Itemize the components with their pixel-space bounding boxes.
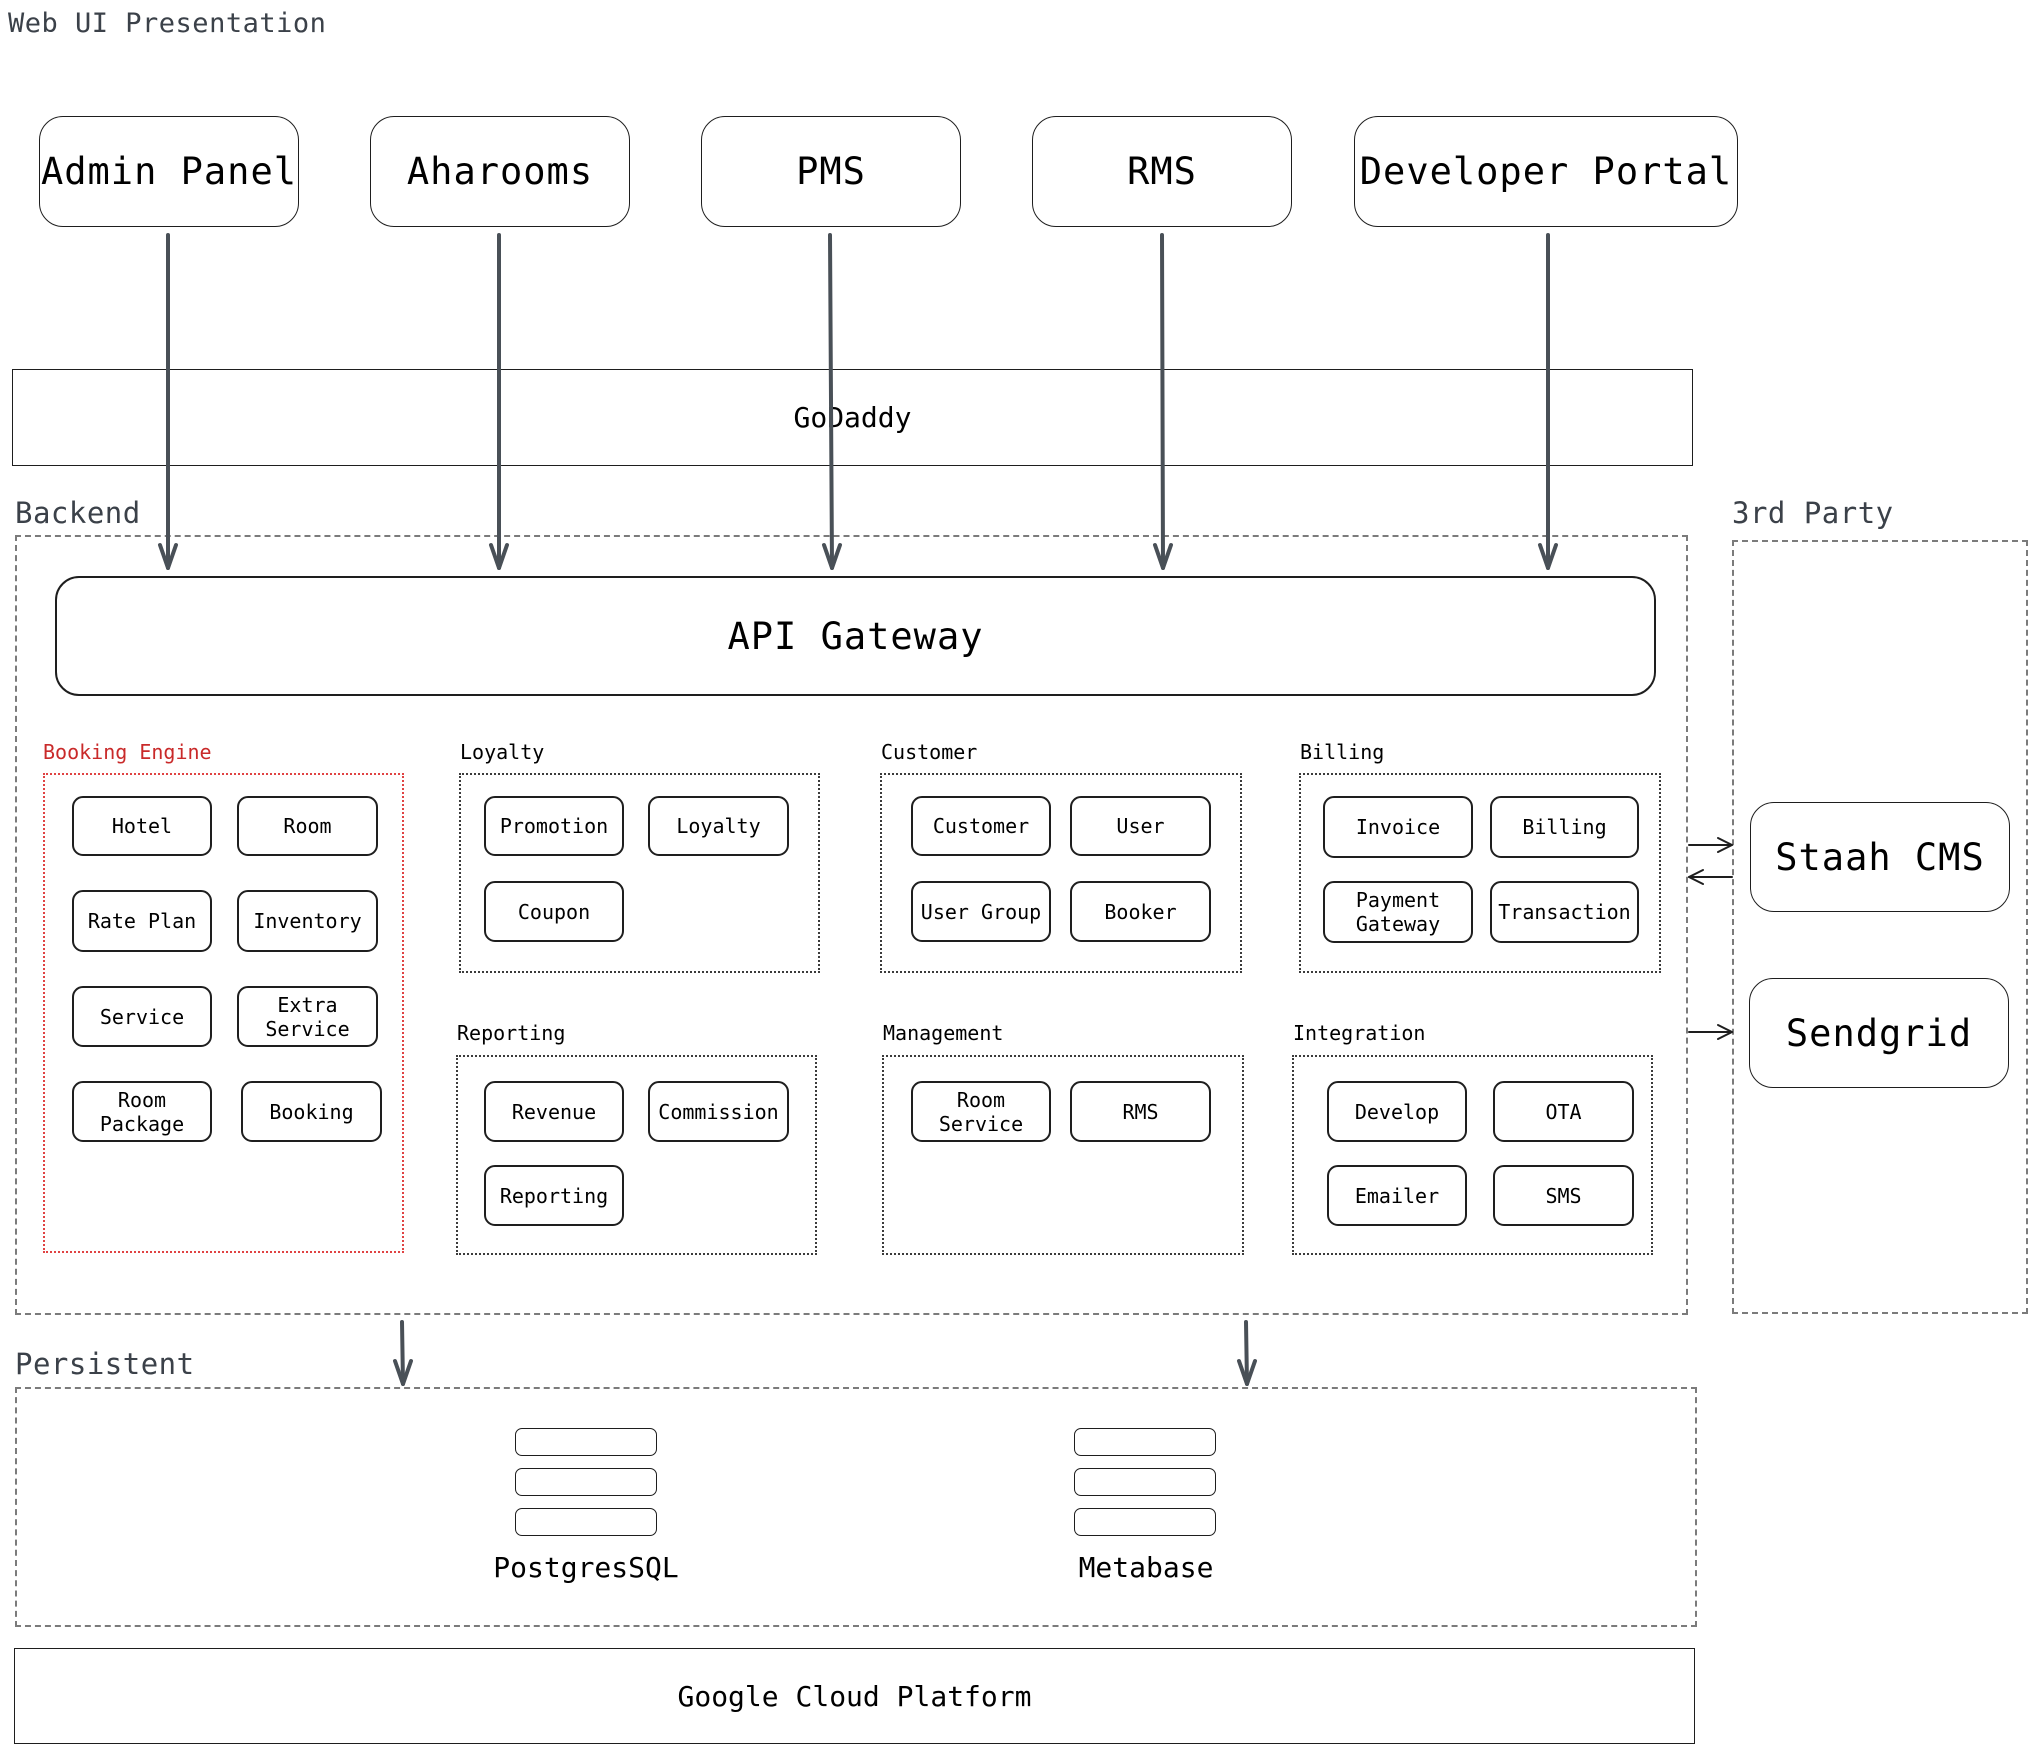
third-party-region [1732, 540, 2028, 1314]
group-title-billing: Billing [1300, 740, 1385, 764]
arrow-backend-to-postgres [393, 1320, 413, 1386]
group-booking-engine [43, 773, 404, 1253]
group-title-booking-engine: Booking Engine [43, 740, 212, 764]
client-pms[interactable]: PMS [701, 116, 961, 227]
db-disc [515, 1508, 657, 1536]
client-aharooms[interactable]: Aharooms [370, 116, 630, 227]
group-customer [880, 773, 1242, 973]
service-payment-gateway[interactable]: Payment Gateway [1323, 881, 1473, 943]
service-loyalty[interactable]: Loyalty [648, 796, 789, 856]
arrow-staah-to-backend [1688, 869, 1733, 885]
service-room-package[interactable]: Room Package [72, 1081, 212, 1142]
service-reporting[interactable]: Reporting [484, 1165, 624, 1226]
service-room[interactable]: Room [237, 796, 378, 856]
group-billing [1299, 773, 1661, 973]
service-customer[interactable]: Customer [911, 796, 1051, 856]
group-title-loyalty: Loyalty [460, 740, 545, 764]
group-title-reporting: Reporting [457, 1021, 566, 1045]
client-admin-panel[interactable]: Admin Panel [39, 116, 299, 227]
service-invoice[interactable]: Invoice [1323, 796, 1473, 858]
arrow-backend-to-metabase [1237, 1320, 1257, 1386]
service-hotel[interactable]: Hotel [72, 796, 212, 856]
gcp-band: Google Cloud Platform [14, 1648, 1695, 1744]
web-ui-label: Web UI Presentation [8, 8, 327, 39]
service-develop[interactable]: Develop [1327, 1081, 1467, 1142]
persistent-region [15, 1387, 1697, 1627]
api-gateway[interactable]: API Gateway [55, 576, 1656, 696]
group-title-customer: Customer [881, 740, 978, 764]
godaddy-band: GoDaddy [12, 369, 1693, 466]
third-party-sendgrid[interactable]: Sendgrid [1749, 978, 2009, 1088]
service-rms[interactable]: RMS [1070, 1081, 1211, 1142]
service-extra-service[interactable]: Extra Service [237, 986, 378, 1047]
service-transaction[interactable]: Transaction [1490, 881, 1639, 943]
service-booker[interactable]: Booker [1070, 881, 1211, 942]
service-promotion[interactable]: Promotion [484, 796, 624, 856]
db-disc [1074, 1428, 1216, 1456]
client-developer-portal[interactable]: Developer Portal [1354, 116, 1738, 227]
service-room-service[interactable]: Room Service [911, 1081, 1051, 1142]
db-disc [515, 1468, 657, 1496]
service-inventory[interactable]: Inventory [237, 890, 378, 952]
service-user-group[interactable]: User Group [911, 881, 1051, 942]
service-coupon[interactable]: Coupon [484, 881, 624, 942]
service-commission[interactable]: Commission [648, 1081, 789, 1142]
group-loyalty [459, 773, 820, 973]
service-rate-plan[interactable]: Rate Plan [72, 890, 212, 952]
service-ota[interactable]: OTA [1493, 1081, 1634, 1142]
group-management [882, 1055, 1244, 1255]
metabase-db-icon [1074, 1428, 1216, 1542]
third-party-label: 3rd Party [1732, 496, 1894, 530]
service-service[interactable]: Service [72, 986, 212, 1047]
service-billing[interactable]: Billing [1490, 796, 1639, 858]
client-rms[interactable]: RMS [1032, 116, 1292, 227]
db-disc [1074, 1508, 1216, 1536]
db-disc [515, 1428, 657, 1456]
backend-region [15, 535, 1688, 1315]
service-booking[interactable]: Booking [241, 1081, 382, 1142]
db-disc [1074, 1468, 1216, 1496]
store-metabase[interactable]: Metabase [1078, 1550, 1214, 1584]
persistent-label: Persistent [15, 1347, 195, 1381]
service-emailer[interactable]: Emailer [1327, 1165, 1467, 1226]
arrow-backend-to-sendgrid [1688, 1024, 1733, 1040]
service-revenue[interactable]: Revenue [484, 1081, 624, 1142]
group-title-integration: Integration [1293, 1021, 1426, 1045]
store-postgressql[interactable]: PostgresSQL [493, 1550, 679, 1584]
service-sms[interactable]: SMS [1493, 1165, 1634, 1226]
arrow-backend-to-staah [1688, 837, 1733, 853]
backend-label: Backend [15, 496, 141, 530]
postgres-db-icon [515, 1428, 657, 1542]
group-reporting [456, 1055, 817, 1255]
service-user[interactable]: User [1070, 796, 1211, 856]
group-title-management: Management [883, 1021, 1004, 1045]
third-party-staah-cms[interactable]: Staah CMS [1750, 802, 2010, 912]
group-integration [1292, 1055, 1653, 1255]
